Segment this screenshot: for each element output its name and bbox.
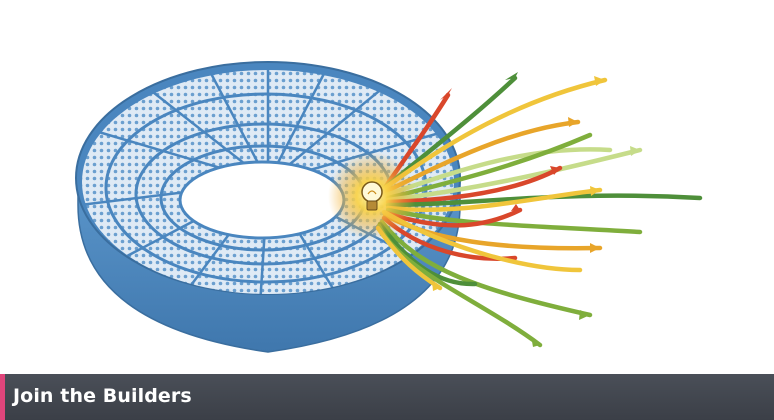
stadium-lightbulb-illustration (70, 60, 703, 353)
lightbulb-icon (328, 152, 416, 240)
caption-title: Join the Builders (13, 385, 192, 407)
caption-accent-stripe (0, 374, 5, 420)
stream-arrowheads (432, 72, 640, 347)
caption-bar: Join the Builders (0, 374, 774, 420)
